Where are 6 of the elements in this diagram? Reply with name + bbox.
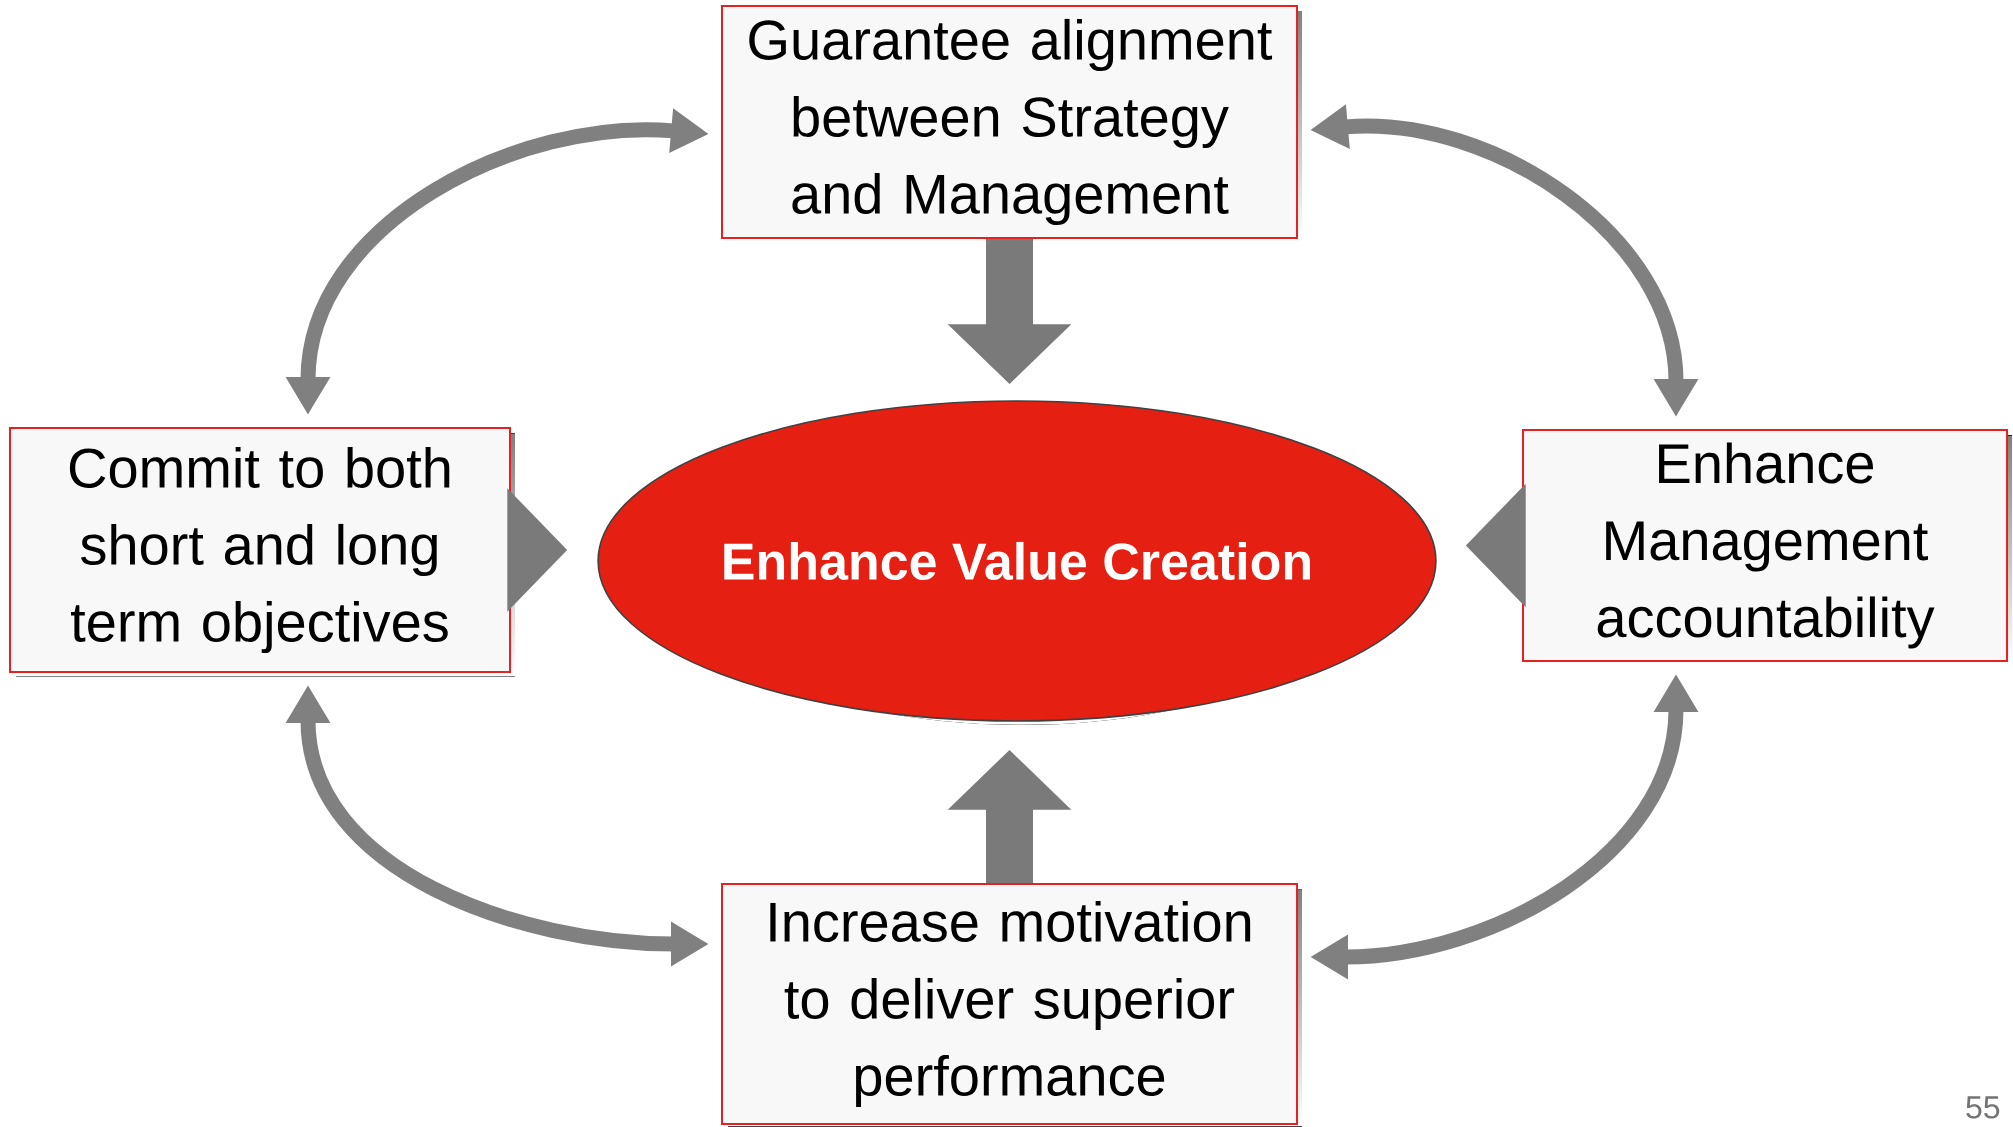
page-number: 55 <box>1966 1096 2000 1119</box>
process-box: Guarantee alignment between Strategy and Management <box>721 5 1302 243</box>
process-box: Increase motivation to deliver superior performance <box>721 883 1302 1127</box>
process-box: Enhance Management accountability <box>1522 429 2012 666</box>
ellipse-node: Enhance Value Creation <box>597 400 1437 725</box>
process-box: Commit to both short and long term objectives <box>9 427 515 677</box>
